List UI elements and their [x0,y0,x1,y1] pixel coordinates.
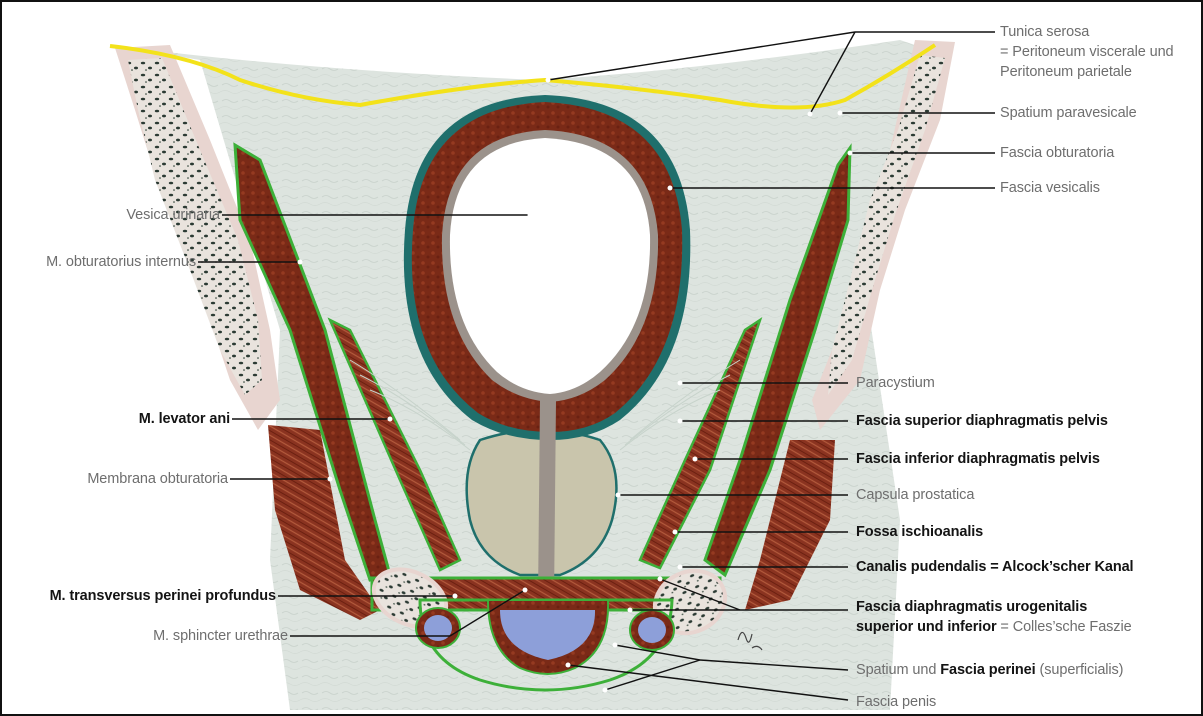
label-tunica-serosa: Tunica serosa [1000,23,1089,41]
label-fascia-inferior-diaphragmatis: Fascia inferior diaphragmatis pelvis [856,450,1100,468]
label-urogenitalis-bold: superior und inferior [856,619,997,635]
label-urogenitalis-rest: = Colles’sche Faszie [997,619,1132,635]
label-fascia-vesicalis: Fascia vesicalis [1000,179,1100,197]
label-fossa-ischioanalis: Fossa ischioanalis [856,523,983,541]
label-capsula-prostatica: Capsula prostatica [856,486,974,504]
label-perinei-bold: Fascia perinei [940,662,1035,678]
label-fascia-urogenitalis: Fascia diaphragmatis urogenitalis [856,598,1087,616]
label-tunica-serosa-line2: = Peritoneum viscerale und [1000,43,1174,61]
label-tunica-serosa-line3: Peritoneum parietale [1000,63,1132,81]
label-canalis-pudendalis: Canalis pudendalis = Alcock’scher Kanal [856,558,1133,576]
label-fascia-obturatoria: Fascia obturatoria [1000,144,1114,162]
label-spatium-fascia-perinei: Spatium und Fascia perinei (superficiali… [856,661,1123,679]
label-membrana-obturatoria: Membrana obturatoria [30,470,228,488]
label-paracystium: Paracystium [856,374,935,392]
label-fascia-urogenitalis-line2: superior und inferior = Colles’sche Fasz… [856,618,1132,636]
label-spatium-paravesicale: Spatium paravesicale [1000,104,1137,122]
label-obturatorius-internus: M. obturatorius internus [10,253,196,271]
label-perinei-c: (superficialis) [1036,662,1124,678]
label-perinei-a: Spatium und [856,662,940,678]
label-sphincter-urethrae: M. sphincter urethrae [60,627,288,645]
crus-left-lumen [424,615,452,641]
label-transversus-perinei-profundus: M. transversus perinei profundus [10,587,276,605]
crus-right-lumen [638,617,666,643]
label-vesica-urinaria: Vesica urinaria [40,206,220,224]
label-fascia-superior-diaphragmatis: Fascia superior diaphragmatis pelvis [856,412,1108,430]
label-fascia-penis: Fascia penis [856,693,936,711]
label-levator-ani: M. levator ani [30,410,230,428]
